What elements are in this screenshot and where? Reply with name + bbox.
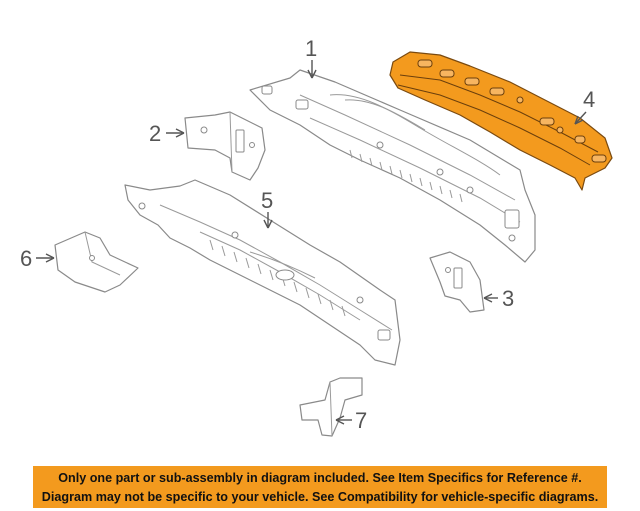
part-5-lower-rear-panel xyxy=(124,179,401,366)
disclaimer-line-1: Only one part or sub-assembly in diagram… xyxy=(58,471,582,485)
part-2-bracket xyxy=(184,111,266,181)
part-4-reinforcement-highlighted xyxy=(389,51,613,191)
part-7-bracket xyxy=(299,377,363,437)
callout-4: 4 xyxy=(583,87,595,112)
callout-5: 5 xyxy=(261,188,273,213)
part-6-bracket xyxy=(54,231,139,293)
part-1-rear-body-panel xyxy=(249,69,536,263)
callout-6: 6 xyxy=(20,246,32,271)
leader-lines xyxy=(36,60,587,425)
callout-1: 1 xyxy=(305,36,317,61)
callout-3: 3 xyxy=(502,286,514,311)
part-3-bracket xyxy=(429,251,485,313)
callout-7: 7 xyxy=(355,408,367,433)
parts-diagram: 1 2 3 4 5 6 7 xyxy=(20,36,613,437)
disclaimer-banner: Only one part or sub-assembly in diagram… xyxy=(33,466,607,508)
disclaimer-line-2: Diagram may not be specific to your vehi… xyxy=(41,490,599,504)
callout-2: 2 xyxy=(149,121,161,146)
